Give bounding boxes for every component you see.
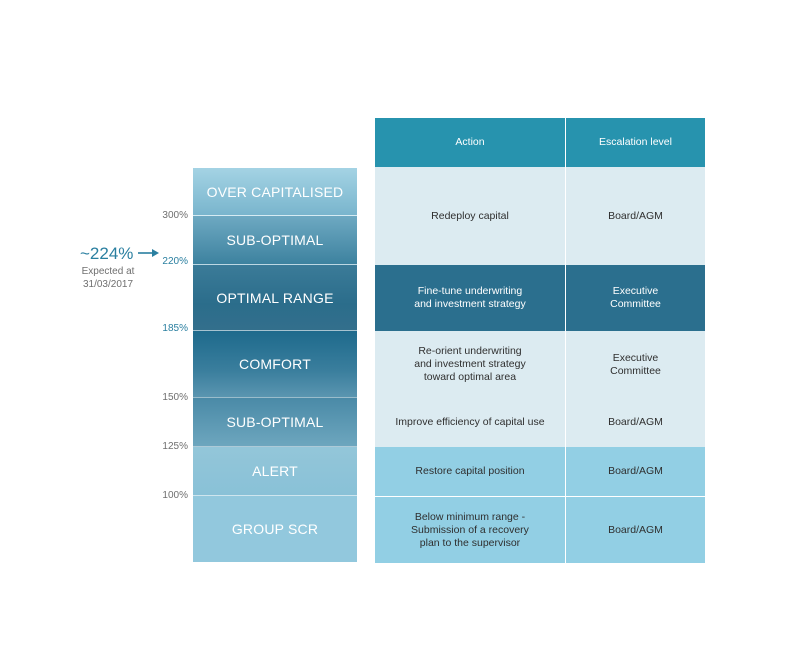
row-2-action: Re-orient underwriting and investment st… [375,331,565,398]
caption-line-1: Expected at [81,266,135,277]
row-4-action: Restore capital position [375,447,565,496]
row-5-escalation-line-1: Board/AGM [608,523,663,536]
zone-over-capitalised: OVER CAPITALISED [193,168,357,216]
caption-line-2: 31/03/2017 [82,279,134,290]
threshold-220: 220% [162,256,188,267]
row-2-escalation-line-1: Executive [612,351,659,364]
row-0-escalation-line-1: Board/AGM [608,209,663,222]
row-0-action-line-1: Redeploy capital [431,209,509,222]
row-1-action-line-1: Fine-tune underwriting [417,285,523,297]
row-5-action-line-1: Below minimum range - [414,510,526,523]
zone-group-scr: GROUP SCR [193,496,357,562]
row-1-action: Fine-tune underwriting and investment st… [375,265,565,331]
zone-comfort: COMFORT [193,331,357,398]
threshold-300: 300% [162,210,188,221]
arrow-right-icon [138,249,159,257]
row-1-escalation-line-1: Executive [612,285,659,297]
row-5-action: Below minimum range - Submission of a re… [375,497,565,563]
row-0-action: Redeploy capital [375,167,565,265]
row-2-escalation-line-2: Committee [610,364,661,377]
current-ratio-value: ~224% [80,244,134,263]
row-1-escalation: Executive Committee [566,265,705,331]
capital-ratio-bar: OVER CAPITALISED SUB-OPTIMAL OPTIMAL RAN… [193,168,357,562]
threshold-125: 125% [162,441,188,452]
row-3-action: Improve efficiency of capital use [375,398,565,447]
row-0-escalation: Board/AGM [566,167,705,265]
row-2-escalation: Executive Committee [566,331,705,398]
header-escalation: Escalation level [566,118,705,167]
row-3-action-line-1: Improve efficiency of capital use [395,416,545,428]
row-4-escalation: Board/AGM [566,447,705,496]
row-2-action-line-3: toward optimal area [423,371,517,383]
zone-alert: ALERT [193,447,357,496]
row-5-escalation: Board/AGM [566,497,705,563]
row-4-escalation-line-1: Board/AGM [608,465,663,477]
zone-optimal-range: OPTIMAL RANGE [193,265,357,331]
threshold-100: 100% [162,490,188,501]
row-divider [375,496,705,497]
row-3-escalation: Board/AGM [566,398,705,447]
header-action: Action [375,118,565,167]
zone-sub-optimal-lower: SUB-OPTIMAL [193,398,357,447]
row-2-action-line-1: Re-orient underwriting [418,345,522,357]
row-1-action-line-2: and investment strategy [414,298,526,310]
row-3-escalation-line-1: Board/AGM [608,416,663,428]
row-2-action-line-2: and investment strategy [414,358,526,370]
row-5-action-line-3: plan to the supervisor [419,536,521,549]
row-4-action-line-1: Restore capital position [415,465,525,477]
threshold-185: 185% [162,323,188,334]
row-5-action-line-2: Submission of a recovery [411,523,529,536]
action-table: Action Escalation level Redeploy capital… [375,118,705,563]
current-ratio-caption: Expected at 31/03/2017 [70,265,146,291]
zone-sub-optimal-upper: SUB-OPTIMAL [193,216,357,265]
row-1-escalation-line-2: Committee [610,298,661,310]
threshold-150: 150% [162,392,188,403]
